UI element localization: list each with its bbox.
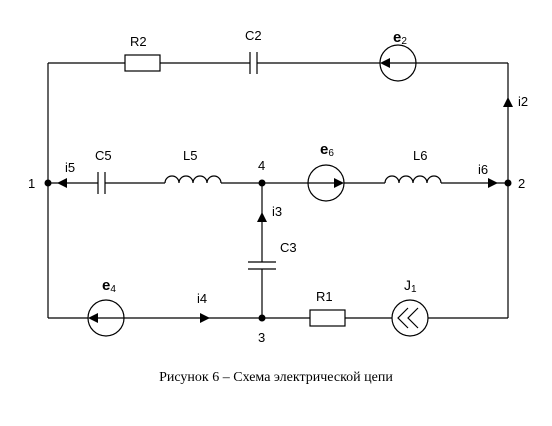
- circuit-diagram: R2 C2 e2 i2 C5 L5 i5 1 4 e6 L6 i6 2 i3 C…: [28, 28, 528, 345]
- label-e4-base: e: [102, 277, 110, 294]
- label-node-2: 2: [518, 176, 525, 191]
- label-l5: L5: [183, 148, 197, 163]
- node-dot-2: [504, 179, 512, 187]
- current-i3-arrow: [257, 212, 267, 222]
- label-i3: i3: [272, 204, 282, 219]
- resistor-r2: [124, 54, 161, 72]
- inductor-l5: [164, 175, 222, 184]
- label-c3: C3: [280, 240, 297, 255]
- label-i4: i4: [197, 291, 207, 306]
- label-j1-base: J: [404, 277, 411, 293]
- label-e2: e2: [393, 29, 407, 47]
- label-e6-base: e: [320, 141, 328, 158]
- inductor-l6: [384, 175, 442, 184]
- resistor-r1: [309, 309, 346, 327]
- label-j1-sub: 1: [411, 284, 417, 295]
- label-e2-sub: 2: [401, 36, 407, 47]
- current-i4-arrow: [200, 313, 210, 323]
- node-dot-3: [258, 314, 266, 322]
- label-e2-base: e: [393, 29, 401, 46]
- label-r2: R2: [130, 34, 147, 49]
- label-e6-sub: 6: [328, 148, 334, 159]
- current-i6-arrow: [488, 178, 498, 188]
- label-node-3: 3: [258, 330, 265, 345]
- current-i5-arrow: [57, 178, 67, 188]
- emf-e2-arrow: [380, 58, 390, 68]
- current-source-j1-chevron-b: [407, 307, 419, 329]
- emf-e4-arrow: [88, 313, 98, 323]
- label-i6: i6: [478, 162, 488, 177]
- label-r1: R1: [316, 289, 333, 304]
- label-i2: i2: [518, 94, 528, 109]
- label-j1: J1: [404, 277, 417, 295]
- current-source-j1-chevron-a: [397, 307, 409, 329]
- label-e4: e4: [102, 277, 116, 295]
- label-e4-sub: 4: [110, 284, 116, 295]
- figure-caption: Рисунок 6 – Схема электрической цепи: [159, 370, 393, 385]
- label-i5: i5: [65, 160, 75, 175]
- current-i2-arrow: [503, 97, 513, 107]
- node-dot-4: [258, 179, 266, 187]
- label-node-4: 4: [258, 158, 265, 173]
- label-c5: C5: [95, 148, 112, 163]
- node-dot-1: [44, 179, 52, 187]
- emf-e6-arrow: [334, 178, 344, 188]
- label-c2: C2: [245, 28, 262, 43]
- label-l6: L6: [413, 148, 427, 163]
- label-node-1: 1: [28, 176, 35, 191]
- label-e6: e6: [320, 141, 334, 159]
